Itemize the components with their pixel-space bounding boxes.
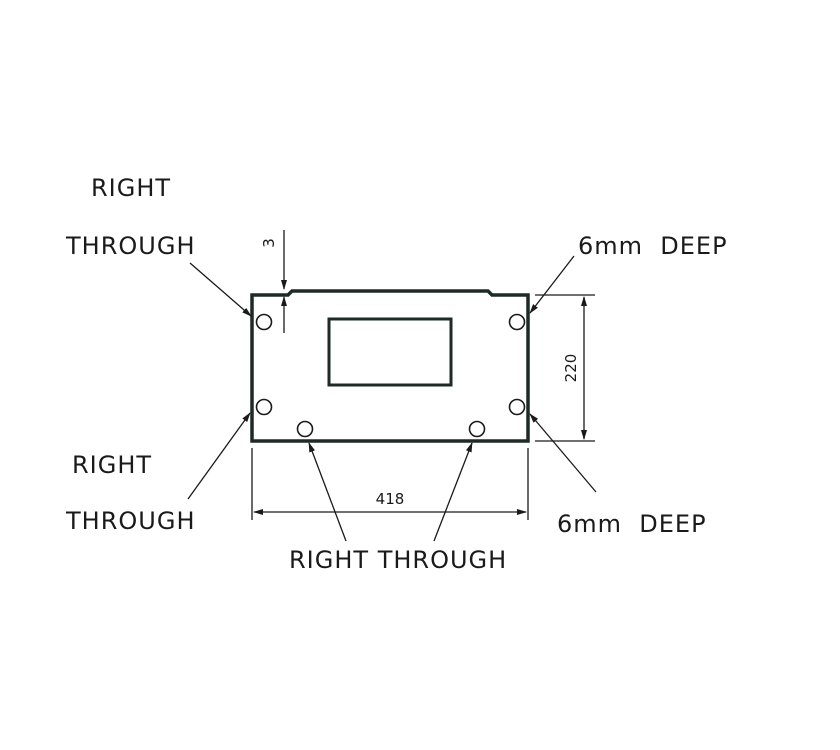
dimension-width-value: 418 bbox=[376, 490, 405, 508]
hole-bottom-left bbox=[296, 420, 314, 438]
hole-top-right bbox=[508, 313, 526, 331]
label-top-right-6mm-deep: 6mm DEEP bbox=[578, 232, 728, 260]
dimension-height-value: 220 bbox=[562, 354, 580, 383]
dimension-width: 418 bbox=[251, 448, 529, 520]
leader-lines bbox=[187, 255, 597, 542]
dimension-height: 220 bbox=[535, 294, 595, 442]
cutout-rectangle bbox=[327, 317, 453, 387]
dimension-top-offset-value: 3 bbox=[260, 238, 278, 248]
label-top-left-right: RIGHT bbox=[91, 174, 171, 202]
holes bbox=[255, 313, 526, 438]
label-top-left-through: THROUGH bbox=[65, 232, 195, 260]
label-bottom-right-6mm-deep: 6mm DEEP bbox=[557, 510, 707, 538]
hole-mid-right bbox=[508, 398, 526, 416]
dimension-top-offset: 3 bbox=[260, 230, 287, 333]
label-bottom-center-right-through: RIGHT THROUGH bbox=[289, 546, 507, 574]
label-bottom-left-right: RIGHT bbox=[72, 451, 152, 479]
hole-bottom-right bbox=[468, 420, 486, 438]
hole-top-left bbox=[255, 313, 273, 331]
hole-mid-left bbox=[255, 398, 273, 416]
plate-outline bbox=[250, 289, 530, 443]
label-bottom-left-through: THROUGH bbox=[65, 507, 195, 535]
